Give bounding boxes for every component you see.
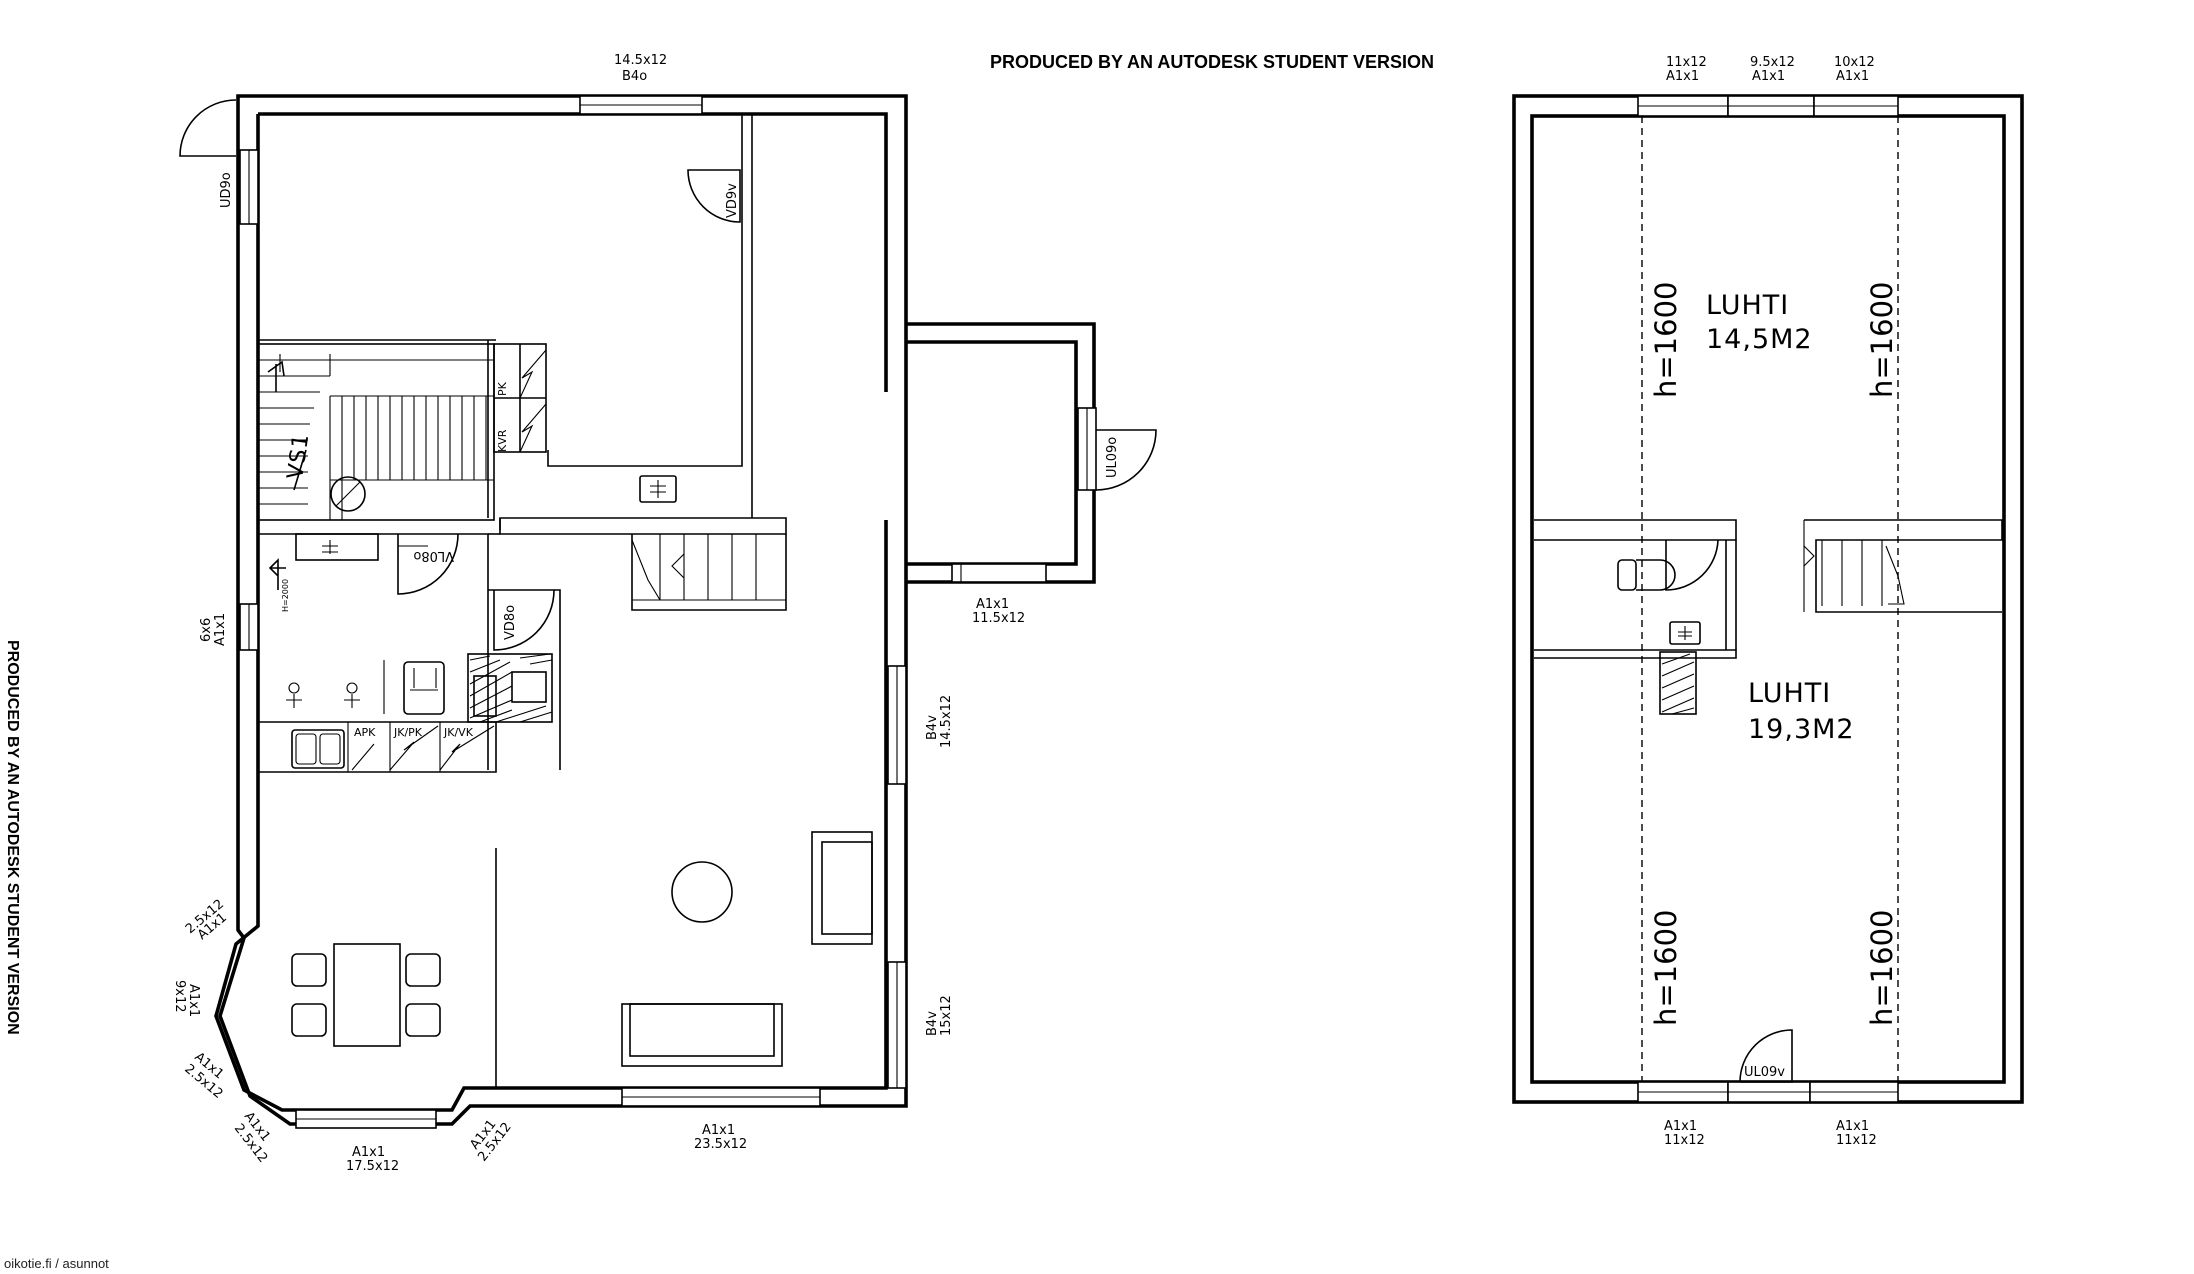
shower-height: H=2000 bbox=[281, 579, 290, 612]
loft-room-top-name: LUHTI bbox=[1706, 290, 1789, 321]
loft-bottom-win-2-type: A1x1 bbox=[1836, 1119, 1869, 1134]
win-porch-size: 11.5x12 bbox=[972, 611, 1025, 626]
loft-win-2-type: A1x1 bbox=[1752, 69, 1785, 84]
win-bay-side-type: A1x1 bbox=[186, 984, 201, 1017]
loft-height-2: h=1600 bbox=[1865, 282, 1899, 398]
sofa bbox=[621, 1003, 783, 1067]
win-left-small-size: 6x6 bbox=[199, 618, 214, 642]
autodesk-notice-side: PRODUCED BY AN AUTODESK STUDENT VERSION bbox=[4, 640, 21, 1035]
round-table bbox=[671, 861, 733, 923]
win-right-lower-size: 15x12 bbox=[939, 995, 954, 1036]
loft-win-3-size: 10x12 bbox=[1834, 55, 1875, 70]
win-right-upper-size: 14.5x12 bbox=[939, 695, 954, 748]
jk-vk-label: JK/VK bbox=[443, 726, 474, 739]
win-bay-side-size: 9x12 bbox=[172, 980, 187, 1013]
autodesk-notice: PRODUCED BY AN AUTODESK STUDENT VERSION bbox=[990, 52, 1434, 72]
win-porch-type: A1x1 bbox=[976, 597, 1009, 612]
loft-bottom-win-1-type: A1x1 bbox=[1664, 1119, 1697, 1134]
loft-height-4: h=1600 bbox=[1865, 910, 1899, 1026]
fireplace bbox=[467, 653, 553, 723]
loft-height-3: h=1600 bbox=[1649, 910, 1683, 1026]
win-top-type: B4o bbox=[622, 69, 647, 84]
door-toilet: VD8o bbox=[503, 605, 518, 640]
win-right-lower-type: B4v bbox=[925, 1011, 940, 1036]
loft-room-bottom-area: 19,3M2 bbox=[1748, 714, 1855, 745]
stair-label: VS1 bbox=[283, 432, 314, 481]
loft-bottom-win-1-size: 11x12 bbox=[1664, 1133, 1705, 1148]
win-bottom-bay-size: 17.5x12 bbox=[346, 1159, 399, 1174]
kvr-label: KVR bbox=[496, 429, 509, 452]
armchair bbox=[811, 831, 873, 945]
pk-label: PK bbox=[496, 381, 509, 396]
win-bottom-main-size: 23.5x12 bbox=[694, 1137, 747, 1152]
door-porch: UL09o bbox=[1105, 437, 1120, 478]
loft-chimney bbox=[1659, 651, 1697, 715]
win-left-small-type: A1x1 bbox=[213, 613, 228, 646]
loft-win-3-type: A1x1 bbox=[1836, 69, 1869, 84]
loft-room-top-area: 14,5M2 bbox=[1706, 324, 1813, 355]
win-bottom-bay-type: A1x1 bbox=[352, 1145, 385, 1160]
door-entry-left: UD9o bbox=[219, 172, 234, 208]
loft-bottom-win-2-size: 11x12 bbox=[1836, 1133, 1877, 1148]
loft-room-bottom-name: LUHTI bbox=[1748, 678, 1831, 709]
loft-plan: 11x12 A1x1 9.5x12 A1x1 10x12 A1x1 A1x1 1… bbox=[1512, 55, 2024, 1148]
loft-win-2-size: 9.5x12 bbox=[1750, 55, 1795, 70]
win-right-upper-type: B4v bbox=[925, 715, 940, 740]
win-bottom-main-type: A1x1 bbox=[702, 1123, 735, 1138]
jk-pk-label: JK/PK bbox=[393, 726, 423, 739]
loft-toilet bbox=[1617, 539, 1719, 591]
win-top-size: 14.5x12 bbox=[614, 53, 667, 68]
door-upper-room: VD9v bbox=[725, 183, 740, 218]
ground-floor-plan: VS1 PK KVR VL08o H=2000 VD8o bbox=[172, 53, 1157, 1174]
loft-height-1: h=1600 bbox=[1649, 282, 1683, 398]
loft-door: UL09v bbox=[1744, 1065, 1785, 1080]
door-sauna: VL08o bbox=[413, 548, 454, 563]
staircase: VS1 bbox=[258, 354, 494, 520]
loft-win-1-size: 11x12 bbox=[1666, 55, 1707, 70]
apk-label: APK bbox=[354, 726, 376, 739]
dining-set bbox=[291, 943, 441, 1047]
loft-win-1-type: A1x1 bbox=[1666, 69, 1699, 84]
watermark: oikotie.fi / asunnot bbox=[4, 1256, 109, 1271]
